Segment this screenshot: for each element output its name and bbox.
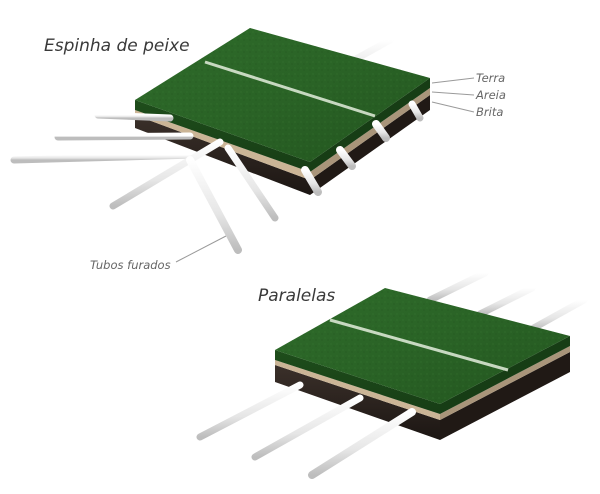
pipe-down-3 (336, 146, 356, 170)
pipe-down-5 (408, 100, 424, 122)
sand-layer-right (440, 346, 570, 420)
pipe-down-4 (372, 120, 390, 142)
pipe-main-2 (186, 156, 242, 254)
pipe-main (109, 138, 224, 210)
pipe-left-2 (54, 132, 194, 141)
pipe-front-1 (196, 381, 304, 441)
pipe-back-1 (426, 269, 489, 304)
sand-layer-right (310, 88, 430, 180)
pipes-label: Tubos furados (90, 258, 171, 272)
leader-brita (431, 101, 475, 113)
parallel-block (196, 269, 588, 479)
field-line (204, 60, 376, 118)
grass-layer-front (275, 350, 440, 414)
gravel-layer-right (310, 95, 430, 195)
sand-layer-front (275, 360, 440, 420)
gravel-layer-right (440, 352, 570, 440)
pipe-down-1 (224, 144, 279, 222)
leader-tubos (175, 235, 227, 263)
grass-texture (135, 28, 430, 162)
parallel-title: Paralelas (258, 286, 336, 306)
layer-label-areia: Areia (476, 88, 506, 102)
pipe-back-2 (476, 284, 536, 318)
layer-label-brita: Brita (476, 105, 504, 119)
fishbone-block (10, 28, 475, 263)
field-line (329, 318, 509, 372)
pipe-front-3 (308, 408, 416, 479)
pipe-front-2 (251, 394, 364, 461)
fishbone-title: Espinha de peixe (44, 36, 190, 56)
pipe-back-3 (526, 296, 588, 334)
sand-layer-front (135, 110, 310, 180)
grass-layer-front (135, 100, 310, 172)
grass-layer-right (440, 336, 570, 414)
pipe-left-3 (10, 151, 199, 164)
pipe-down-2 (301, 166, 322, 196)
leader-terra (431, 77, 475, 84)
layer-label-terra: Terra (476, 71, 506, 85)
leader-areia (431, 91, 475, 96)
pipe-left-1 (94, 111, 174, 122)
